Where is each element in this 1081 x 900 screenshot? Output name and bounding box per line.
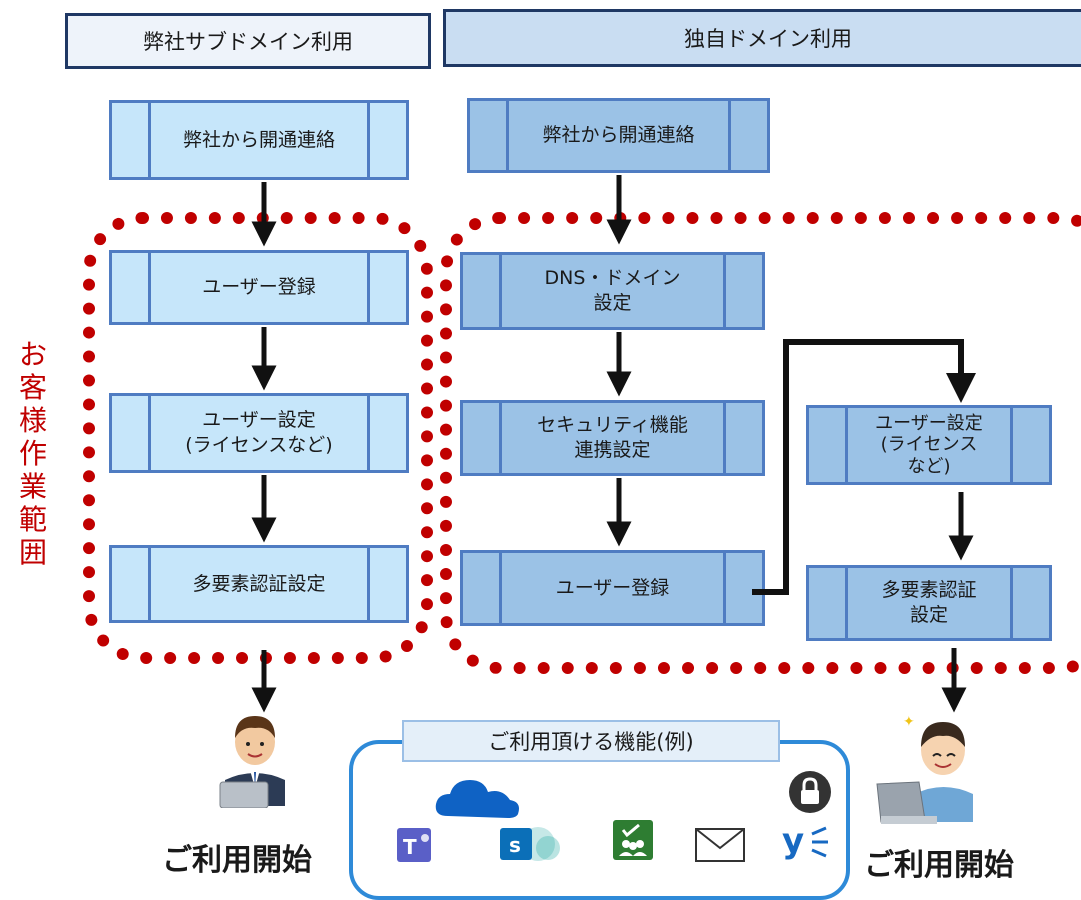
sharepoint-icon: s xyxy=(500,827,560,861)
header-subdomain: 弊社サブドメイン利用 xyxy=(65,13,431,69)
svg-text:✦: ✦ xyxy=(903,714,915,730)
svg-text:T: T xyxy=(403,835,417,859)
mail-icon xyxy=(695,828,745,862)
flow-arrows xyxy=(251,175,976,713)
person-left-icon xyxy=(219,716,285,808)
features-panel xyxy=(349,740,850,900)
right-dns-box: DNS・ドメイン 設定 xyxy=(460,252,765,330)
planner-icon xyxy=(613,820,653,860)
svg-text:y: y xyxy=(782,821,804,861)
svg-text:s: s xyxy=(509,833,521,857)
teams-icon: T xyxy=(397,828,431,862)
left-mfa-label: 多要素認証設定 xyxy=(192,572,326,595)
right-mfa-label: 多要素認証 設定 xyxy=(881,579,977,626)
right-notify-label: 弊社から開通連絡 xyxy=(542,124,695,147)
right-mfa-box: 多要素認証 設定 xyxy=(806,565,1052,641)
right-security-label: セキュリティ機能 連携設定 xyxy=(537,414,688,461)
left-notify-box: 弊社から開通連絡 xyxy=(109,100,409,180)
customer-work-region-right xyxy=(440,212,1081,674)
yammer-icon: y xyxy=(782,821,828,861)
customer-work-scope-label: お客様作業範囲 xyxy=(18,338,47,569)
left-user-register-box: ユーザー登録 xyxy=(109,250,409,325)
header-own-domain: 独自ドメイン利用 xyxy=(443,9,1081,67)
left-user-settings-label: ユーザー設定 (ライセンスなど) xyxy=(185,409,333,456)
right-dns-label: DNS・ドメイン 設定 xyxy=(544,267,681,314)
right-user-settings-label: ユーザー設定 (ライセンス など) xyxy=(875,412,983,477)
start-label-left: ご利用開始 xyxy=(162,843,312,878)
person-right-icon: ✦ xyxy=(876,714,973,824)
features-title: ご利用頂ける機能(例) xyxy=(402,720,780,762)
arrow-right-branch xyxy=(752,339,976,595)
start-label-right: ご利用開始 xyxy=(864,848,1014,883)
lock-icon xyxy=(789,771,831,813)
left-user-settings-box: ユーザー設定 (ライセンスなど) xyxy=(109,393,409,473)
right-security-box: セキュリティ機能 連携設定 xyxy=(460,400,765,476)
right-user-register-box: ユーザー登録 xyxy=(460,550,765,626)
left-user-register-label: ユーザー登録 xyxy=(202,276,316,299)
customer-work-region-left xyxy=(83,212,433,664)
left-mfa-box: 多要素認証設定 xyxy=(109,545,409,623)
right-user-register-label: ユーザー登録 xyxy=(555,576,670,599)
right-user-settings-box: ユーザー設定 (ライセンス など) xyxy=(806,405,1052,485)
left-notify-label: 弊社から開通連絡 xyxy=(182,128,335,151)
right-notify-box: 弊社から開通連絡 xyxy=(467,98,770,173)
onedrive-icon xyxy=(435,780,519,818)
